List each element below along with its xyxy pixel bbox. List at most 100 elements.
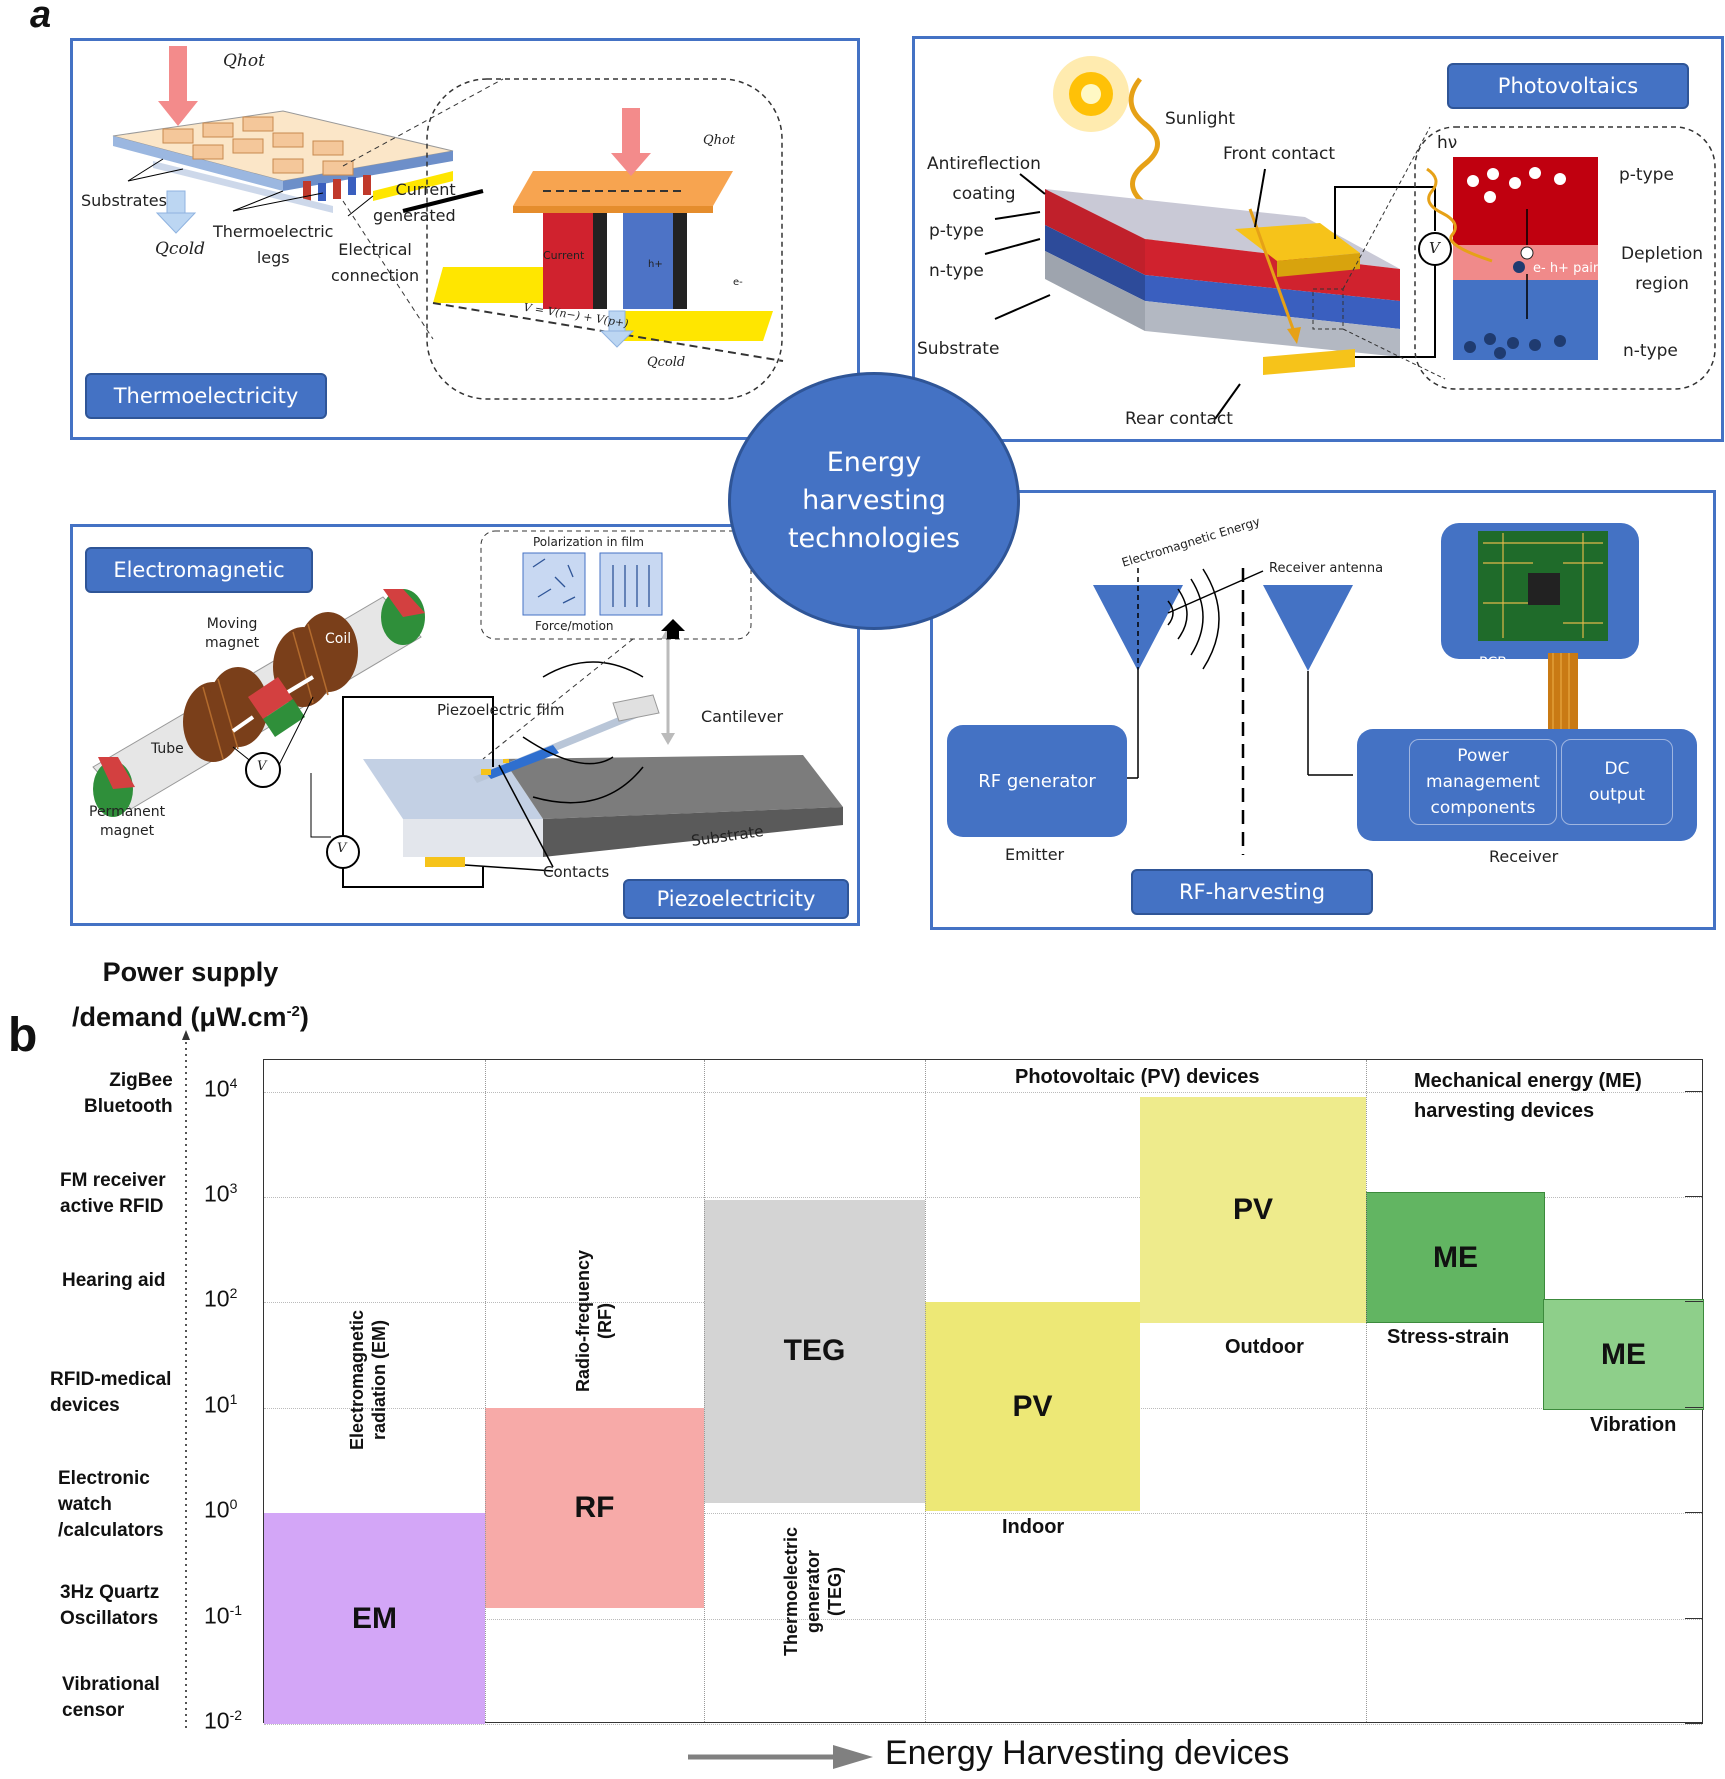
y-tick-label: 100: [204, 1496, 238, 1523]
electromagnetic-piezo-panel: Moving magnet Coil Tube Permanent magnet…: [70, 524, 860, 926]
outdoor-label: Outdoor: [1225, 1336, 1304, 1358]
legs-line-1: Thermoelectric: [213, 222, 334, 241]
inset-q-hot-label: Qhot: [703, 133, 736, 148]
hub-line-3: technologies: [787, 523, 961, 554]
y-axis-line: [182, 1030, 190, 1730]
rf-col-1: Radio-frequency: [573, 1249, 593, 1392]
column-divider: [1366, 1060, 1367, 1722]
x-axis-title: Energy Harvesting devices: [885, 1734, 1290, 1772]
gridline: [264, 1724, 1702, 1725]
photovoltaics-badge: Photovoltaics: [1447, 63, 1689, 109]
app-fm-1: FM receiver: [60, 1170, 166, 1191]
y-tick-mark: [1685, 1512, 1703, 1514]
pv-ntype-label: n-type: [929, 261, 984, 281]
bar-pv-indoor: PV: [925, 1302, 1140, 1512]
bar-me-vibration: ME: [1543, 1299, 1704, 1410]
rf-harvesting-badge: RF-harvesting: [1131, 869, 1373, 915]
current-generated-label: Current generated: [373, 177, 456, 229]
moving-line-1: Moving: [206, 616, 258, 632]
column-divider: [485, 1060, 486, 1722]
pv-substrate-label: Substrate: [917, 339, 1000, 359]
app-label-hearing: Hearing aid: [62, 1268, 165, 1294]
panel-b-letter: b: [8, 1009, 38, 1062]
electromagnetic-badge: Electromagnetic: [85, 547, 313, 593]
q-cold-label: Qcold: [155, 239, 206, 259]
eh-pair-label: e- h+ pair: [1533, 261, 1599, 276]
indoor-label: Indoor: [1002, 1516, 1065, 1538]
y-tick-label: 103: [204, 1180, 238, 1207]
y-tick-mark: [1685, 1406, 1703, 1408]
energy-harvesting-hub: Energy harvesting technologies: [728, 372, 1020, 630]
y-title-line-2: /demand (μW.cm-2): [72, 992, 309, 1037]
tube-label: Tube: [151, 741, 184, 757]
teg-col-3: (TEG): [825, 1566, 845, 1616]
electromagnetic-illustration: [92, 530, 843, 888]
substrates-label: Substrates: [81, 191, 167, 210]
app-vib-2: censor: [62, 1700, 125, 1721]
thermoelectric-legs-label: Thermoelectric legs: [213, 219, 333, 271]
app-quartz-1: 3Hz Quartz: [60, 1582, 160, 1603]
app-label-watch: Electronic watch /calculators: [58, 1466, 164, 1544]
y-tick-label: 10-2: [204, 1707, 243, 1734]
dc-line-1: DC: [1604, 759, 1630, 779]
app-zigbee-1: ZigBee: [109, 1070, 173, 1091]
piezo-film-label: Piezoelectric film: [437, 701, 565, 719]
y-tick-mark: [1685, 1090, 1703, 1092]
panel-a-letter: a: [30, 0, 52, 36]
force-motion-label: Force/motion: [535, 619, 614, 633]
bar-me-stress-strain: ME: [1366, 1191, 1545, 1324]
piezo-voltmeter-label: V: [337, 841, 347, 856]
depletion-line-2: region: [1635, 274, 1689, 294]
y-tick-label: 102: [204, 1285, 238, 1313]
em-column-label: Electromagnetic radiation (EM): [346, 1310, 390, 1450]
app-quartz-2: Oscillators: [60, 1608, 159, 1629]
y-tick-label: 10-1: [204, 1601, 243, 1629]
inset-q-cold-label: Qcold: [647, 355, 686, 370]
antireflection-label: Antireflection coating: [927, 149, 1041, 209]
receiver-block: Power management components DC output: [1357, 729, 1697, 841]
y-tick-mark: [1685, 1723, 1703, 1724]
current-line-2: generated: [373, 206, 456, 225]
antireflection-line-1: Antireflection: [927, 154, 1041, 174]
hub-line-2: harvesting: [802, 485, 946, 516]
power-line-2: management: [1426, 772, 1540, 792]
cantilever-label: Cantilever: [701, 707, 784, 726]
dc-line-2: output: [1588, 785, 1646, 805]
bar-teg: TEG: [704, 1200, 925, 1503]
bar-rf: RF: [485, 1407, 704, 1609]
hub-line-1: Energy: [826, 447, 922, 478]
pcb-label: PCB: [1479, 655, 1507, 671]
thermoelectricity-panel: Qhot Substrates Qcold Thermoelectric leg…: [70, 38, 860, 440]
permanent-line-2: magnet: [100, 823, 155, 839]
dc-output-box: DC output: [1561, 739, 1673, 825]
photovoltaic-illustration: [984, 56, 1716, 420]
polarization-label: Polarization in film: [533, 535, 644, 549]
gridline: [264, 1197, 1702, 1199]
y-title-close: ): [299, 1002, 309, 1032]
connection-line-2: connection: [331, 266, 420, 285]
app-watch-1: Electronic: [58, 1468, 150, 1489]
legs-line-2: legs: [256, 248, 290, 267]
moving-line-2: magnet: [205, 635, 260, 651]
thermoelectric-illustration: [112, 46, 784, 400]
app-vib-1: Vibrational: [62, 1674, 160, 1695]
inset-eminus-label: e-: [733, 277, 743, 288]
thermoelectricity-badge: Thermoelectricity: [85, 373, 327, 419]
piezoelectricity-badge: Piezoelectricity: [623, 879, 849, 919]
rf-generator-block: RF generator: [947, 725, 1127, 837]
connection-line-1: Electrical: [338, 240, 412, 259]
hv-label: hν: [1437, 133, 1458, 153]
em-col-2: radiation (EM): [369, 1319, 389, 1440]
pv-voltmeter-label: V: [1429, 239, 1440, 257]
app-label-quartz: 3Hz Quartz Oscillators: [60, 1580, 159, 1632]
electrical-connection-label: Electrical connection: [331, 237, 419, 289]
rf-col-2: (RF): [595, 1303, 615, 1339]
permanent-magnet-label: Permanent magnet: [89, 803, 165, 841]
gridline: [264, 1091, 1702, 1093]
front-contact-label: Front contact: [1223, 144, 1336, 164]
inset-ptype-label: p-type: [604, 239, 618, 276]
receiver-antenna-label: Receiver antenna: [1269, 561, 1384, 576]
teg-column-label: Thermoelectric generator (TEG): [780, 1527, 846, 1656]
app-hearing-1: Hearing aid: [62, 1270, 166, 1291]
